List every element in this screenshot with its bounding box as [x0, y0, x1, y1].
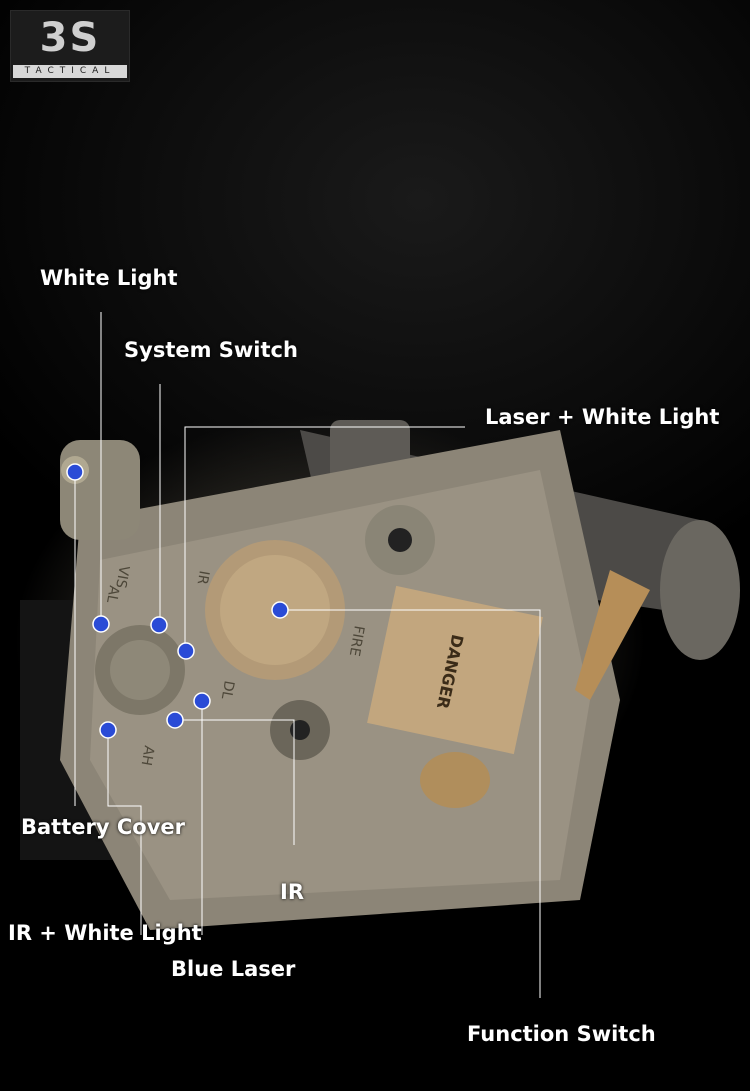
dl-mark: DL: [218, 679, 237, 700]
housing: DANGER VIS IR FIRE DL AH AL: [60, 430, 650, 930]
logo-mark: 3S: [39, 15, 101, 61]
marker-ir-white-light: [99, 721, 117, 739]
marker-battery-cover: [66, 463, 84, 481]
vis-mark: VIS: [112, 564, 132, 589]
label-laser-white-light: Laser + White Light: [485, 405, 720, 429]
marker-system-switch: [150, 616, 168, 634]
marker-laser-white-light: [177, 642, 195, 660]
label-battery-cover: Battery Cover: [21, 815, 185, 839]
label-blue-laser: Blue Laser: [171, 957, 296, 981]
label-system-switch: System Switch: [124, 338, 298, 362]
leader-lines: [74, 312, 541, 998]
fire-mark: FIRE: [346, 624, 367, 657]
logo-subtitle: TACTICAL: [13, 65, 127, 78]
label-ir-white-light: IR + White Light: [8, 921, 202, 945]
marker-blue-laser: [193, 692, 211, 710]
label-ir: IR: [280, 880, 304, 904]
marker-white-light: [92, 615, 110, 633]
marker-function-switch: [271, 601, 289, 619]
al-mark: AL: [103, 584, 122, 604]
brand-logo: 3S TACTICAL: [10, 10, 130, 82]
label-function-switch: Function Switch: [467, 1022, 656, 1046]
label-white-light: White Light: [40, 266, 178, 290]
ah-mark: AH: [138, 744, 157, 767]
callout-markers: [66, 463, 289, 739]
marker-ir: [166, 711, 184, 729]
ir-mark: IR: [194, 569, 212, 586]
